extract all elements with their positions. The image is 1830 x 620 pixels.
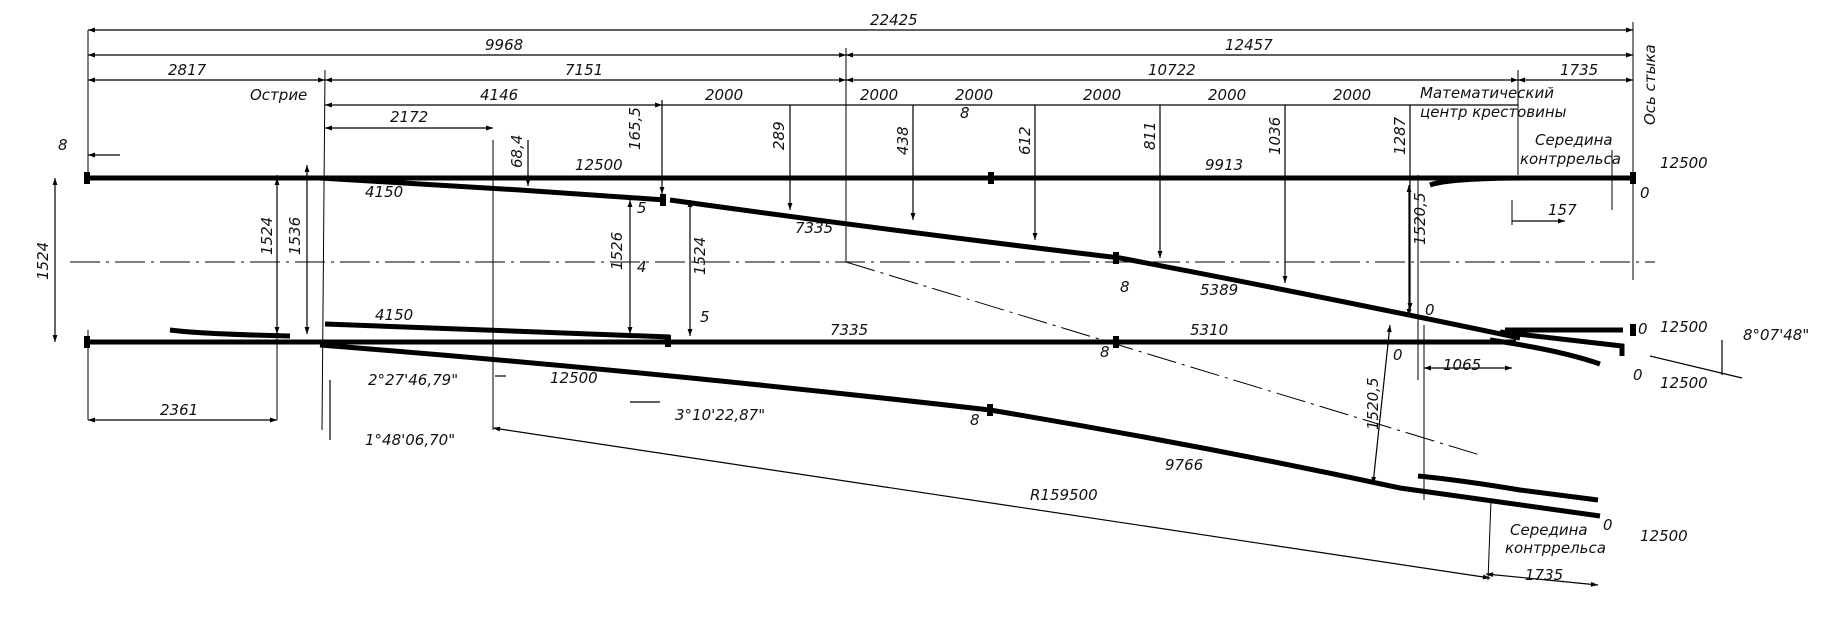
label-ord-612: 612 [1016,126,1034,155]
label-len-9766: 9766 [1165,456,1203,474]
label-seredina-2: Середина [1510,521,1588,539]
label-row4-d: 2000 [955,86,993,104]
label-row4-a: 4146 [480,86,518,104]
label-math-center-1: Математический [1420,84,1554,102]
label-total: 22425 [870,11,918,29]
label-gauge-1520-5-a: 1520,5 [1411,193,1429,246]
label-rail-12500-a: 12500 [575,156,623,174]
label-angle-3: 3°10'22,87" [675,406,765,424]
label-rail-12500-d: 12500 [550,369,598,387]
label-row2-right: 12457 [1225,36,1273,54]
label-len-1065: 1065 [1443,356,1481,374]
label-len-4150-b: 4150 [375,306,413,324]
label-gap-8-left: 8 [58,136,68,154]
label-gauge-1520-5-b: 1520,5 [1364,378,1382,431]
guard-rail-left [169,327,291,339]
label-len-5310: 5310 [1190,321,1228,339]
label-zero-a: 0 [1640,184,1650,202]
label-gauge-1526: 1526 [608,232,626,270]
guard-rail-upper [1429,175,1615,188]
rail-joints [84,172,1636,416]
label-math-center-2: центр крестовины [1420,103,1567,121]
label-len-1735-b: 1735 [1525,566,1563,584]
axis-lines [70,261,1655,456]
dimension-lines [52,27,1743,587]
frog-wing [1489,337,1601,367]
label-gauge-1524-b: 1524 [258,217,276,255]
label-os-styka: Ось стыка [1641,44,1659,125]
label-gauge-1536: 1536 [286,217,304,255]
dimension-labels: 22425 9968 12457 2817 7151 10722 1735 41… [34,11,1809,584]
label-len-4150-a: 4150 [365,183,403,201]
label-gauge-1524-a: 1524 [34,242,52,280]
label-row4-e: 2000 [1083,86,1121,104]
label-gauge-1524-c: 1524 [691,237,709,275]
label-small-8-a: 8 [1120,278,1130,296]
label-row3-a: 2817 [168,61,207,79]
label-row4-c: 2000 [860,86,898,104]
label-small-5-a: 5 [637,199,647,217]
label-len-7335-a: 7335 [795,219,833,237]
rails [88,175,1633,519]
label-ord-1036: 1036 [1266,117,1284,155]
switch-point-upper [319,175,666,203]
switch-point-lower [324,321,671,340]
label-radius: R159500 [1030,486,1098,504]
label-len-7335-b: 7335 [830,321,868,339]
label-rail-12500-e: 12500 [1660,374,1708,392]
label-zero-c: 0 [1425,301,1435,319]
label-row3-b: 7151 [565,61,603,79]
label-len-9913: 9913 [1205,156,1243,174]
label-len-157: 157 [1548,201,1577,219]
label-gap-8-top: 8 [960,104,970,122]
label-kontrrelsa-2: контррельса [1505,539,1606,557]
label-zero-e: 0 [1633,366,1643,384]
label-ostrie: Острие [250,86,307,104]
label-angle-2: 1°48'06,70" [365,431,455,449]
label-rail-12500-c: 12500 [1660,318,1708,336]
label-len-2361: 2361 [160,401,198,419]
label-row3-d: 1735 [1560,61,1598,79]
label-row2-left: 9968 [485,36,523,54]
label-rail-12500-f: 12500 [1640,527,1688,545]
label-angle-1: 2°27'46,79" [368,371,458,389]
label-small-8-c: 8 [970,411,980,429]
label-rail-12500-b: 12500 [1660,154,1708,172]
label-row5-a: 2172 [390,108,428,126]
frog-rail [1499,329,1625,356]
label-angle-4: 8°07'48" [1743,326,1809,344]
label-small-5-b: 5 [700,308,710,326]
label-small-8-b: 8 [1100,343,1110,361]
label-row4-b: 2000 [705,86,743,104]
label-seredina-1: Середина [1535,131,1613,149]
label-len-5389: 5389 [1200,281,1238,299]
label-row4-f: 2000 [1208,86,1246,104]
label-ord-68-4: 68,4 [508,135,526,168]
label-kontrrelsa-1: контррельса [1520,150,1621,168]
label-ord-165-5: 165,5 [626,107,644,150]
label-ord-811: 811 [1141,121,1159,150]
label-zero-d: 0 [1393,346,1403,364]
label-zero-f: 0 [1603,516,1613,534]
label-row4-g: 2000 [1333,86,1371,104]
label-ord-438: 438 [894,126,912,155]
label-small-4: 4 [637,258,647,276]
label-ord-289: 289 [770,121,788,150]
label-zero-b: 0 [1638,320,1648,338]
rail-upper-diverging [669,197,1521,341]
label-row3-c: 10722 [1148,61,1196,79]
extension-lines [87,22,1634,581]
label-ord-1287: 1287 [1391,116,1409,155]
